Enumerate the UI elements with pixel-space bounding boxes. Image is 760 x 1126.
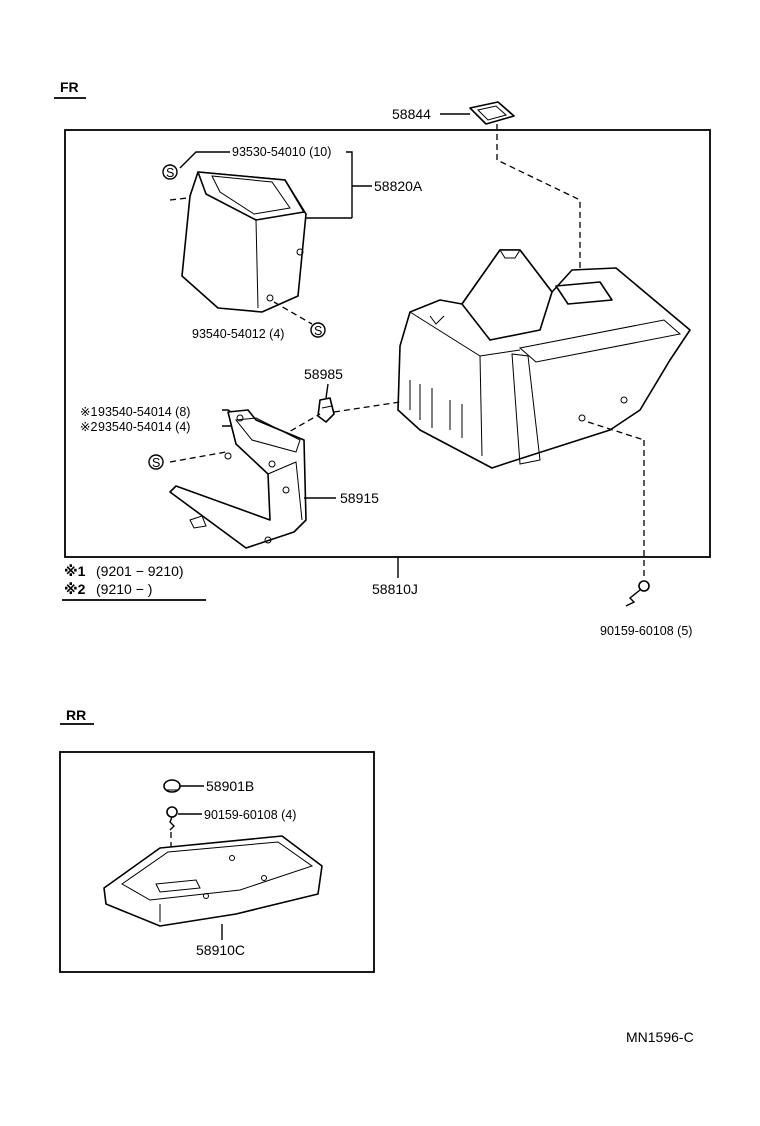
retainer-dash-line: [496, 124, 581, 268]
label-93530: 93530-54010 (10): [232, 145, 331, 159]
bolt-part[interactable]: [625, 580, 650, 607]
svg-text:S: S: [152, 456, 160, 470]
label-93540-54014-8: 93540-54014 (8): [98, 405, 190, 419]
label-93540-54012: 93540-54012 (4): [192, 327, 284, 341]
svg-text:S: S: [314, 324, 322, 338]
label-58985: 58985: [304, 366, 343, 382]
clip-part[interactable]: [317, 397, 335, 423]
label-58820A: 58820A: [374, 178, 423, 194]
screw-marker-bracket: S: [148, 454, 164, 470]
fr-heading: FR: [60, 79, 79, 95]
mark-var1: ※1: [80, 405, 97, 419]
rear-console-part[interactable]: [103, 835, 323, 927]
rr-heading: RR: [66, 707, 86, 723]
svg-text:S: S: [166, 166, 174, 180]
bracket-part[interactable]: [169, 409, 307, 549]
screw-marker-lower: S: [310, 322, 326, 338]
screw-marker-upper: S: [162, 164, 178, 180]
cap-part[interactable]: [163, 779, 181, 793]
fr-frame: [64, 129, 711, 558]
label-58901B: 58901B: [206, 778, 254, 794]
upper-box-part[interactable]: [181, 171, 307, 313]
label-90159-5: 90159-60108 (5): [600, 624, 692, 638]
note2-range: (9210 − ): [96, 581, 152, 597]
note1-mark: ※1: [64, 563, 86, 579]
label-93540-54014-4: 93540-54014 (4): [98, 420, 190, 434]
label-58810J: 58810J: [372, 581, 418, 597]
label-58910C: 58910C: [196, 942, 245, 958]
label-58844: 58844: [392, 106, 431, 122]
label-58915: 58915: [340, 490, 379, 506]
note2-mark: ※2: [64, 581, 86, 597]
rr-frame: [59, 751, 375, 973]
label-90159-4: 90159-60108 (4): [204, 808, 296, 822]
note1-range: (9201 − 9210): [96, 563, 184, 579]
diagram-code: MN1596-C: [626, 1029, 694, 1045]
boot-retainer-part[interactable]: [469, 101, 515, 125]
mark-var2: ※2: [80, 420, 97, 434]
console-box-part[interactable]: [397, 249, 691, 469]
rear-bolt-part[interactable]: [166, 806, 178, 831]
